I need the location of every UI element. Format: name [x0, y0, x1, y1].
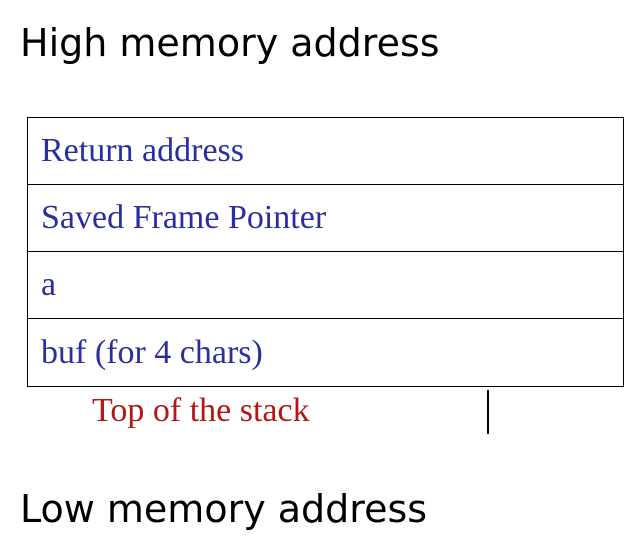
high-memory-address-label: High memory address — [20, 21, 440, 65]
text-cursor-line — [487, 390, 489, 434]
top-of-stack-label: Top of the stack — [92, 392, 310, 429]
stack-cell-saved-frame-pointer: Saved Frame Pointer — [28, 185, 623, 252]
stack-cell-return-address: Return address — [28, 118, 623, 185]
stack-cell-buf: buf (for 4 chars) — [41, 333, 263, 371]
stack-frame-diagram: Return address Saved Frame Pointer a buf… — [27, 117, 624, 387]
stack-cell-a: a — [28, 252, 623, 319]
low-memory-address-label: Low memory address — [20, 487, 428, 531]
